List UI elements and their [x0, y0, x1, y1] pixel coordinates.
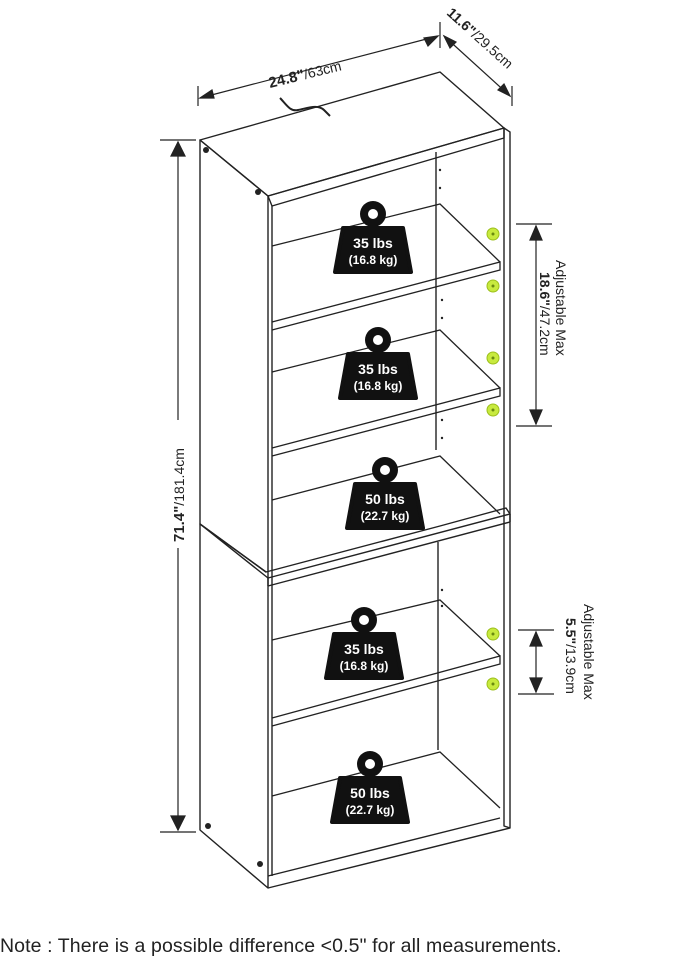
weight-kg: (22.7 kg)	[361, 509, 410, 523]
weight-kg: (16.8 kg)	[349, 253, 398, 267]
weight-lbs: 50 lbs	[350, 785, 390, 801]
cable-icon	[279, 97, 331, 117]
adjustment-pegs	[486, 227, 500, 691]
weight-icon-1: 35 lbs (16.8 kg)	[333, 199, 413, 274]
weight-kg: (22.7 kg)	[346, 803, 395, 817]
peg-icon	[486, 677, 500, 691]
peg-icon	[486, 627, 500, 641]
adjustable-upper-dimension	[516, 223, 552, 427]
peg-icon	[486, 227, 500, 241]
adjustable-lower-value: 5.5"/13.9cm	[563, 618, 579, 694]
width-dimension	[197, 22, 441, 106]
width-label: 24.8"/63cm	[267, 57, 343, 92]
adjustable-upper-value: 18.6"/47.2cm	[537, 272, 553, 356]
weight-kg: (16.8 kg)	[354, 379, 403, 393]
peg-icon	[486, 279, 500, 293]
peg-icon	[486, 351, 500, 365]
weight-icon-5: 50 lbs (22.7 kg)	[330, 749, 410, 824]
measurement-note: Note : There is a possible difference <0…	[0, 935, 562, 957]
adjustable-upper-label: Adjustable Max	[553, 260, 569, 356]
peg-icon	[486, 403, 500, 417]
depth-dimension	[442, 34, 513, 106]
weight-icon-3: 50 lbs (22.7 kg)	[345, 455, 425, 530]
weight-lbs: 35 lbs	[353, 235, 393, 251]
weight-lbs: 35 lbs	[344, 641, 384, 657]
weight-icon-2: 35 lbs (16.8 kg)	[338, 325, 418, 400]
weight-lbs: 35 lbs	[358, 361, 398, 377]
depth-label: 11.6"/29.5cm	[444, 4, 516, 71]
shelves	[271, 203, 501, 809]
weight-icon-4: 35 lbs (16.8 kg)	[324, 605, 404, 680]
height-dimension	[160, 139, 196, 833]
weight-kg: (16.8 kg)	[340, 659, 389, 673]
height-label: 71.4"/181.4cm	[171, 448, 188, 542]
adjustable-lower-label: Adjustable Max	[581, 604, 597, 700]
weight-lbs: 50 lbs	[365, 491, 405, 507]
adjustable-lower-dimension	[518, 629, 554, 695]
shelf-pin-holes	[203, 147, 444, 867]
bookcase-outline	[199, 71, 511, 889]
